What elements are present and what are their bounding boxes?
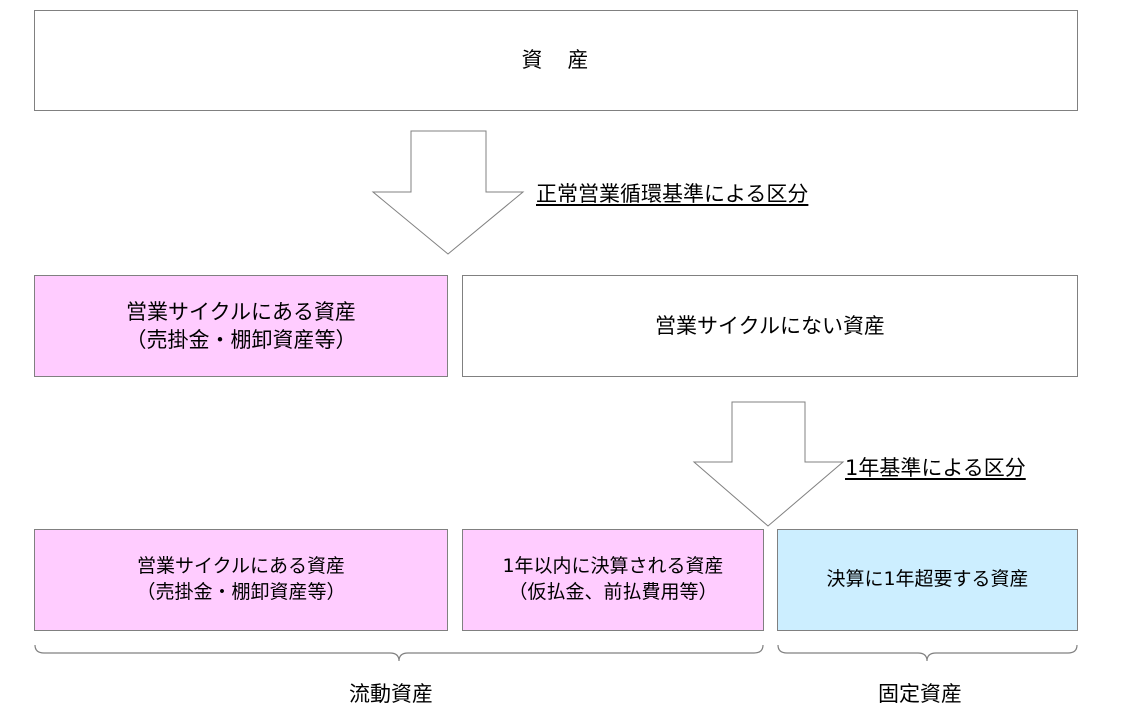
operating-cycle-assets-line1: 営業サイクルにある資産 bbox=[126, 299, 356, 324]
over-one-year-assets-box: 決算に1年超要する資産 bbox=[777, 529, 1078, 631]
normal-operating-cycle-criterion-label: 正常営業循環基準による区分 bbox=[536, 182, 809, 206]
non-operating-cycle-assets-box: 営業サイクルにない資産 bbox=[462, 275, 1078, 377]
within-one-year-assets-line2: （仮払金、前払費用等） bbox=[508, 581, 718, 603]
current-assets-brace bbox=[34, 644, 764, 662]
fixed-assets-brace bbox=[777, 644, 1078, 662]
within-one-year-assets-box: 1年以内に決算される資産 （仮払金、前払費用等） bbox=[462, 529, 764, 631]
current-operating-assets-line1: 営業サイクルにある資産 bbox=[136, 555, 346, 578]
assets-label: 資 産 bbox=[521, 48, 591, 73]
fixed-assets-label: 固定資産 bbox=[878, 682, 962, 706]
operating-cycle-assets-box: 営業サイクルにある資産 （売掛金・棚卸資産等） bbox=[34, 275, 448, 377]
current-assets-label: 流動資産 bbox=[349, 682, 433, 706]
operating-cycle-assets-line2: （売掛金・棚卸資産等） bbox=[125, 328, 357, 352]
arrow-down-2 bbox=[692, 401, 845, 527]
current-operating-assets-line2: （売掛金・棚卸資産等） bbox=[136, 581, 346, 603]
within-one-year-assets-line1: 1年以内に決算される資産 bbox=[502, 555, 724, 578]
over-one-year-assets-label: 決算に1年超要する資産 bbox=[826, 568, 1029, 591]
one-year-criterion-label: 1年基準による区分 bbox=[845, 456, 1026, 480]
non-operating-cycle-assets-label: 営業サイクルにない資産 bbox=[655, 313, 885, 338]
current-operating-assets-box: 営業サイクルにある資産 （売掛金・棚卸資産等） bbox=[34, 529, 448, 631]
arrow-down-1 bbox=[371, 130, 525, 255]
assets-box: 資 産 bbox=[34, 10, 1078, 111]
